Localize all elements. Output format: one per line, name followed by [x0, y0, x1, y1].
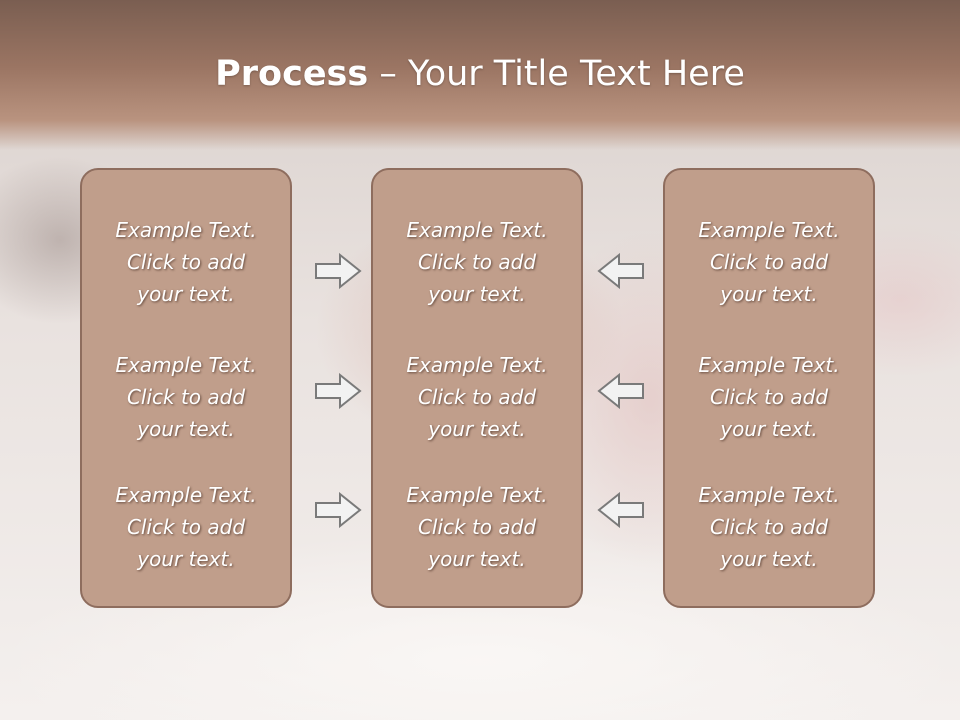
text-placeholder[interactable]: Example Text. Click to add your text. — [665, 349, 873, 445]
text-placeholder[interactable]: Example Text. Click to add your text. — [665, 214, 873, 310]
text-line: your text. — [428, 417, 526, 441]
left-arrow-icon — [597, 253, 644, 289]
process-column-right: Example Text. Click to add your text. Ex… — [663, 168, 875, 608]
text-line: your text. — [137, 417, 235, 441]
text-line: Click to add — [709, 385, 829, 409]
left-arrow-icon — [597, 492, 644, 528]
text-placeholder[interactable]: Example Text. Click to add your text. — [82, 479, 290, 575]
title-band — [0, 0, 960, 150]
title-bold: Process — [215, 54, 369, 94]
text-line: Example Text. — [406, 353, 548, 377]
text-placeholder[interactable]: Example Text. Click to add your text. — [82, 349, 290, 445]
text-placeholder[interactable]: Example Text. Click to add your text. — [373, 214, 581, 310]
text-line: Click to add — [417, 250, 537, 274]
right-arrow-icon — [315, 373, 362, 409]
text-line: Example Text. — [406, 218, 548, 242]
slide-title[interactable]: Process – Your Title Text Here — [0, 52, 960, 96]
text-line: Click to add — [709, 515, 829, 539]
right-arrow-icon — [315, 492, 362, 528]
text-placeholder[interactable]: Example Text. Click to add your text. — [82, 214, 290, 310]
text-line: Example Text. — [698, 218, 840, 242]
text-line: Click to add — [126, 515, 246, 539]
text-placeholder[interactable]: Example Text. Click to add your text. — [665, 479, 873, 575]
text-line: Click to add — [126, 385, 246, 409]
right-arrow-icon — [315, 253, 362, 289]
text-line: your text. — [720, 547, 818, 571]
process-column-left: Example Text. Click to add your text. Ex… — [80, 168, 292, 608]
left-arrow-icon — [597, 373, 644, 409]
text-placeholder[interactable]: Example Text. Click to add your text. — [373, 479, 581, 575]
text-line: your text. — [428, 282, 526, 306]
text-line: Click to add — [417, 385, 537, 409]
process-column-center: Example Text. Click to add your text. Ex… — [371, 168, 583, 608]
text-placeholder[interactable]: Example Text. Click to add your text. — [373, 349, 581, 445]
text-line: Click to add — [709, 250, 829, 274]
text-line: your text. — [428, 547, 526, 571]
text-line: your text. — [137, 547, 235, 571]
text-line: Example Text. — [698, 353, 840, 377]
text-line: Example Text. — [115, 483, 257, 507]
text-line: Example Text. — [406, 483, 548, 507]
text-line: Example Text. — [115, 218, 257, 242]
text-line: your text. — [720, 282, 818, 306]
text-line: Example Text. — [115, 353, 257, 377]
text-line: Click to add — [126, 250, 246, 274]
text-line: your text. — [137, 282, 235, 306]
text-line: Click to add — [417, 515, 537, 539]
title-rest: – Your Title Text Here — [368, 54, 745, 94]
text-line: Example Text. — [698, 483, 840, 507]
text-line: your text. — [720, 417, 818, 441]
